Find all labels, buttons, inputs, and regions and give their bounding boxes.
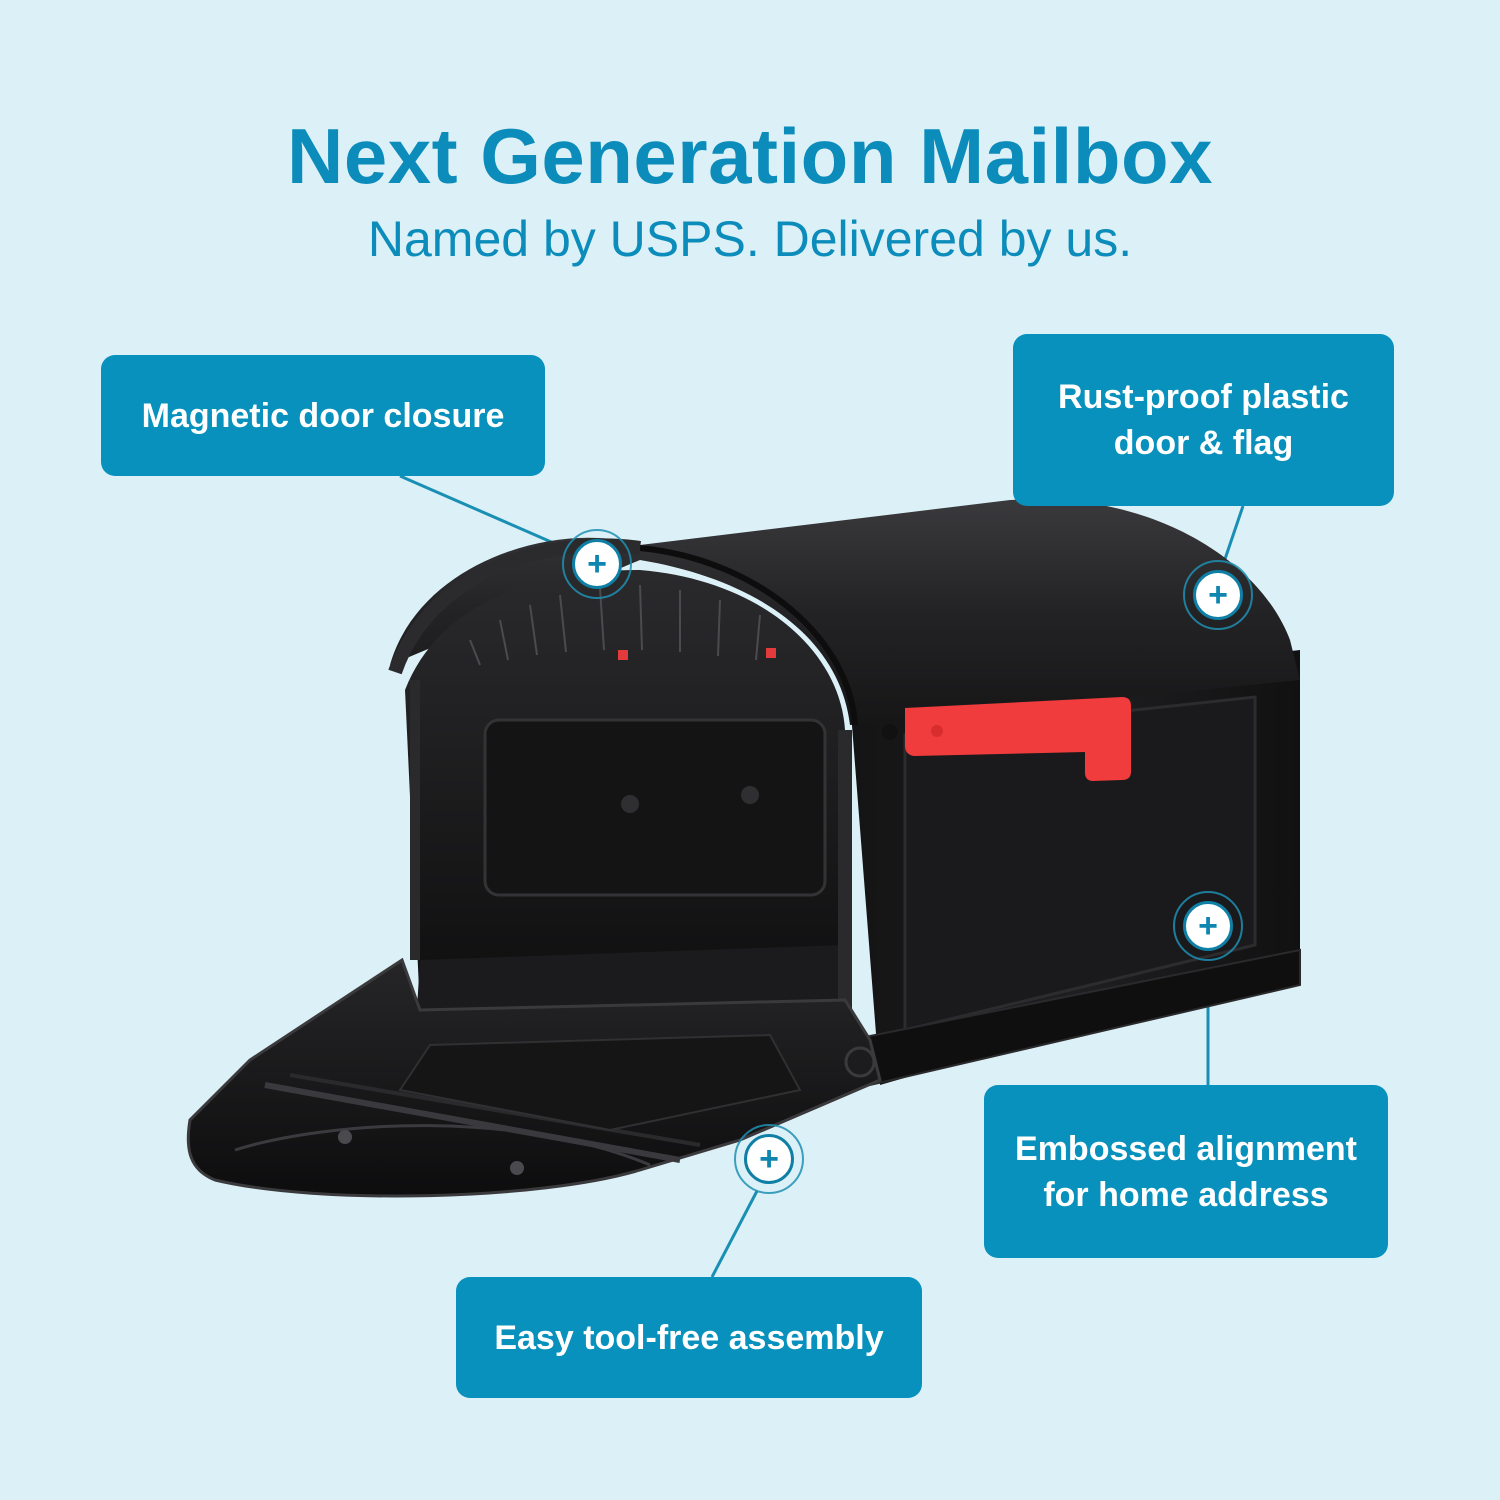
page-subtitle: Named by USPS. Delivered by us. [367,211,1133,267]
hotspot-ring [562,529,632,599]
hotspot-ring [1183,560,1253,630]
hotspot-ring [734,1124,804,1194]
plus-icon: + [1193,570,1243,620]
callout-label: Magnetic door closure [141,396,505,435]
callout-rust-proof-plastic[interactable]: Rust-proof plastic door & flag [1013,334,1394,506]
header: Next Generation Mailbox Named by USPS. D… [0,108,1500,270]
callout-label-line-2: door & flag [1113,424,1294,462]
page-title: Next Generation Mailbox [286,112,1214,200]
hotspot-embossed-alignment[interactable]: + [1173,891,1243,961]
callout-label-line-2: for home address [1043,1175,1329,1214]
hotspot-rust-proof[interactable]: + [1183,560,1253,630]
red-flag [905,697,1131,781]
plus-icon: + [1183,901,1233,951]
hotspot-easy-assembly[interactable]: + [734,1124,804,1194]
callout-label-line-1: Embossed alignment [1015,1129,1357,1168]
plus-icon: + [572,539,622,589]
callout-magnetic-door-closure[interactable]: Magnetic door closure [101,355,545,476]
plus-icon: + [744,1134,794,1184]
callout-embossed-alignment[interactable]: Embossed alignment for home address [984,1085,1388,1258]
hotspot-ring [1173,891,1243,961]
callout-easy-assembly[interactable]: Easy tool-free assembly [456,1277,922,1398]
connector-lines [399,474,1245,1278]
callout-label-line-1: Rust-proof plastic [1058,378,1349,416]
hotspot-magnetic-door[interactable]: + [562,529,632,599]
callout-label: Easy tool-free assembly [494,1318,884,1357]
